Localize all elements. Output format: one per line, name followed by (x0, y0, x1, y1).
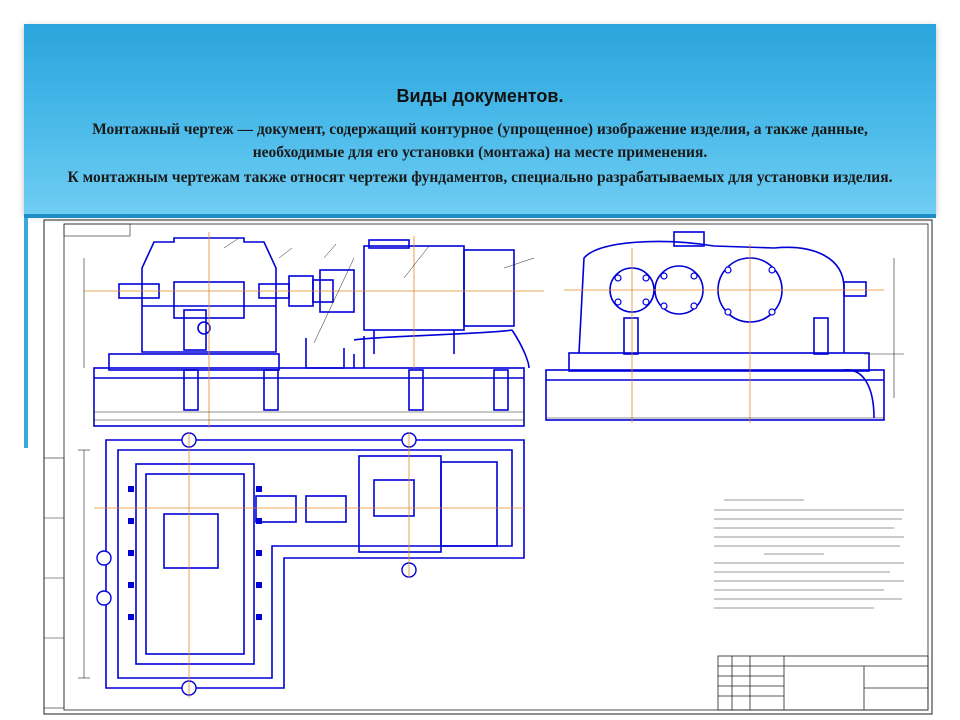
plan-holes (96, 432, 417, 696)
technical-notes (714, 499, 904, 609)
side-bolt-circles (614, 266, 776, 316)
header-banner (24, 24, 936, 214)
side-dimensions (546, 258, 904, 419)
plan-view (105, 439, 525, 689)
assembly-drawing (43, 219, 933, 715)
sheet-frame (43, 219, 933, 715)
leader-lines (223, 237, 535, 344)
plan-axes (94, 432, 524, 698)
front-dimensions (83, 258, 525, 426)
left-accent-strip (24, 218, 28, 448)
inner-frame (63, 223, 929, 711)
plan-dimensions (78, 449, 90, 679)
stamp-top-left (63, 223, 131, 237)
side-axes (564, 244, 884, 423)
foundation-paragraph: К монтажным чертежам также относят черте… (67, 169, 893, 186)
plan-bolts (128, 486, 262, 620)
title-block (717, 655, 929, 711)
definition-paragraph: Монтажный чертеж — документ, содержащий … (92, 121, 868, 161)
binding-column (43, 457, 65, 709)
banner-edge (24, 214, 936, 218)
side-view (545, 231, 885, 421)
front-axes (84, 232, 544, 428)
slide-title: Виды документов. (396, 86, 564, 106)
front-view (93, 237, 530, 427)
